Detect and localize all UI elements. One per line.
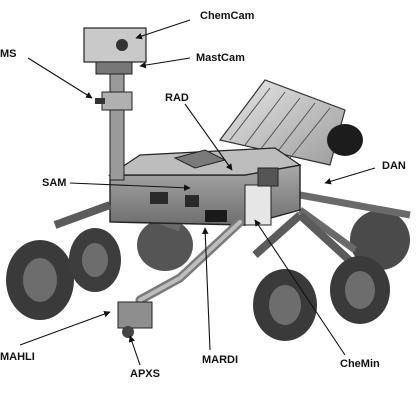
label-mastcam: MastCam (196, 52, 245, 64)
remote-sensing-mast (83, 27, 147, 181)
label-chemcam: ChemCam (200, 10, 255, 22)
rtg-assembly (218, 79, 363, 166)
label-chemin: CheMin (340, 358, 380, 370)
robotic-arm (117, 217, 245, 338)
label-mahli: MAHLI (0, 351, 35, 363)
rear-wheels (137, 210, 410, 271)
label-sam: SAM (42, 177, 67, 189)
label-rems: MS (0, 48, 17, 60)
rover-body (108, 147, 302, 226)
callout-arrows (19, 19, 376, 366)
label-rad: RAD (165, 92, 189, 104)
label-dan: DAN (382, 160, 406, 172)
front-wheels (6, 228, 390, 341)
label-apxs: APXS (130, 368, 160, 380)
label-mardi: MARDI (202, 354, 239, 366)
